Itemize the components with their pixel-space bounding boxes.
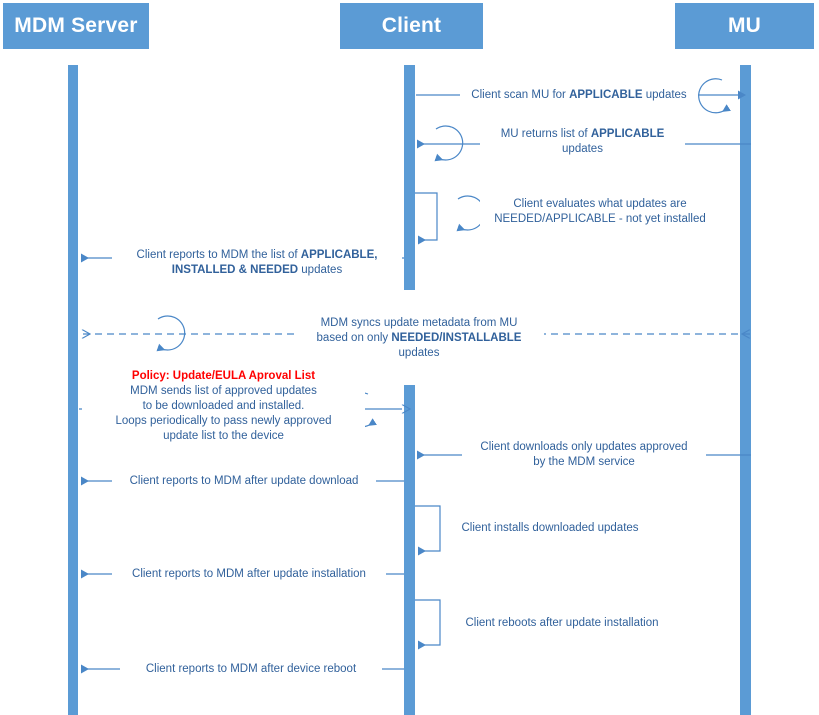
message-label-m1: Client scan MU for APPLICABLE updates [460,88,698,103]
lifeline-mu [740,65,751,715]
self-message-m9-client [415,505,441,556]
message-label-m10: Client reports to MDM after update insta… [112,567,386,582]
self-message-m3-client [415,192,438,245]
participant-header-client[interactable]: Client [340,3,483,49]
participant-label-mu: MU [727,14,762,37]
message-label-m8: Client reports to MDM after update downl… [112,474,376,489]
lifeline-mdm [68,65,78,715]
policy-label-m6: Policy: Update/EULA Aproval List [131,370,316,382]
message-label-m9: Client installs downloaded updates [445,521,655,536]
participant-label-client: Client [381,14,442,37]
message-label-m4: Client reports to MDM the list of APPLIC… [112,248,402,278]
participant-header-mdm[interactable]: MDM Server [3,3,149,49]
loop-icon-m2 [434,125,464,162]
loop-icon-m5 [156,315,186,352]
self-message-m11-client [415,599,441,650]
message-label-m12: Client reports to MDM after device reboo… [120,662,382,677]
message-label-m6: Policy: Update/EULA Aproval List MDM sen… [82,369,365,444]
loop-icon-m1 [698,78,731,114]
participant-header-mu[interactable]: MU [675,3,814,49]
lifeline-client-segment-1 [404,65,415,290]
lifeline-client-segment-2 [404,385,415,715]
participant-label-mdm: MDM Server [14,14,138,37]
message-label-m11: Client reboots after update installation [452,616,672,631]
